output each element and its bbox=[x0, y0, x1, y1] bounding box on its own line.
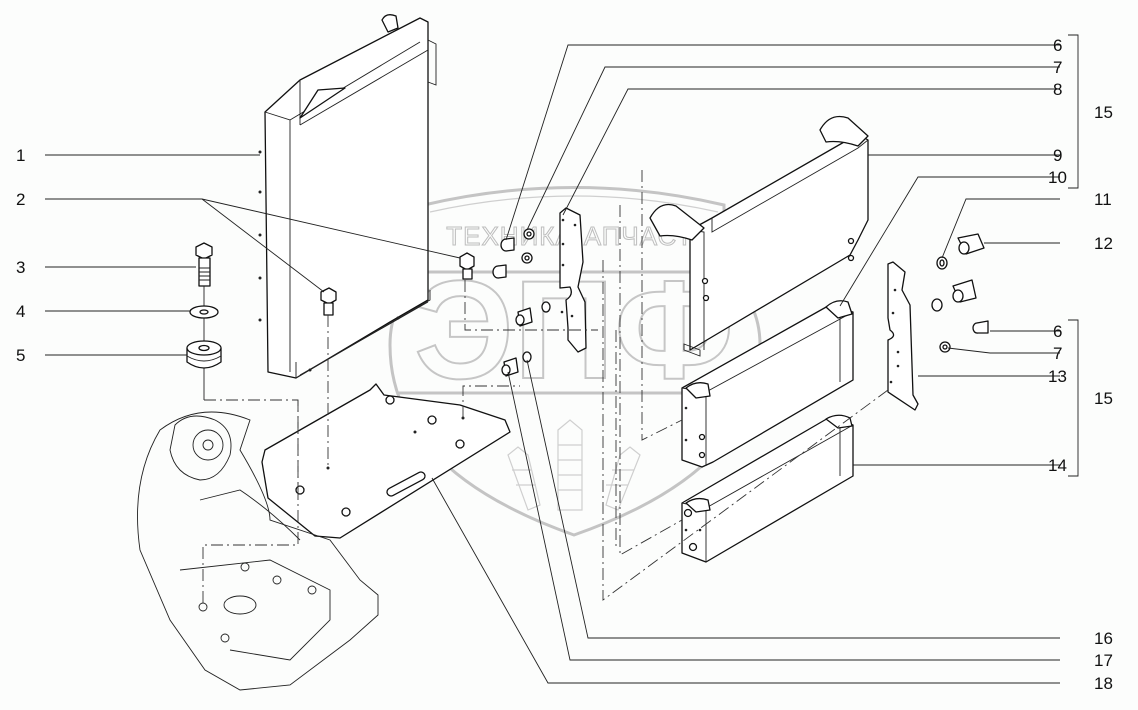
seal-ring-part-16a bbox=[541, 301, 551, 313]
plug-part-6-upper-b bbox=[492, 264, 507, 279]
callout-7-lower: 7 bbox=[1053, 344, 1062, 363]
bolt-part-3 bbox=[195, 242, 213, 287]
callout-group-15-lower: 15 bbox=[1094, 389, 1113, 408]
bolt-part-2a bbox=[320, 287, 337, 316]
cooler-part-14 bbox=[681, 414, 854, 563]
rubber-mount-part-5 bbox=[186, 340, 222, 369]
seal-ring-part-11 bbox=[936, 256, 948, 270]
engine-fan-assembly bbox=[137, 411, 379, 691]
washer-part-4 bbox=[189, 305, 219, 319]
callout-6-lower: 6 bbox=[1053, 322, 1062, 341]
callout-13: 13 bbox=[1048, 367, 1067, 386]
callout-3: 3 bbox=[16, 258, 25, 277]
plug-part-6-lower bbox=[972, 320, 989, 334]
base-plate-part-18 bbox=[261, 383, 511, 539]
callout-16: 16 bbox=[1094, 629, 1113, 648]
lock-washer-part-7-upper bbox=[523, 228, 535, 240]
callout-labels-left: 1 2 3 4 5 bbox=[16, 146, 25, 365]
bolt-part-2b bbox=[459, 252, 475, 280]
charge-air-cooler-part-9 bbox=[649, 115, 869, 357]
lock-washer-part-7-upper-b bbox=[521, 252, 533, 264]
callout-7: 7 bbox=[1053, 58, 1062, 77]
leader-lines bbox=[45, 34, 1079, 684]
callout-2: 2 bbox=[16, 190, 25, 209]
callout-17: 17 bbox=[1094, 651, 1113, 670]
wheat-emblem bbox=[507, 419, 641, 511]
seal-ring-lower bbox=[931, 298, 943, 312]
plug-part-6-upper bbox=[500, 237, 515, 252]
elbow-fitting-lower bbox=[952, 279, 977, 303]
callout-12: 12 bbox=[1094, 234, 1113, 253]
callout-6: 6 bbox=[1053, 36, 1062, 55]
elbow-fitting-part-12 bbox=[957, 233, 985, 255]
callout-14: 14 bbox=[1048, 456, 1067, 475]
callout-5: 5 bbox=[16, 346, 25, 365]
elbow-fitting-part-17a bbox=[515, 307, 533, 327]
callout-1: 1 bbox=[16, 146, 25, 165]
bracket-part-13 bbox=[887, 261, 919, 411]
bracket-part-8 bbox=[559, 207, 587, 353]
lock-washer-part-7-lower bbox=[939, 341, 951, 353]
callout-18: 18 bbox=[1094, 674, 1113, 693]
callout-labels-right: 6 7 8 9 10 11 12 6 7 13 14 16 17 18 15 1… bbox=[1048, 36, 1113, 693]
radiator-part-1 bbox=[258, 14, 437, 379]
callout-10: 10 bbox=[1048, 168, 1067, 187]
callout-8: 8 bbox=[1053, 80, 1062, 99]
callout-9: 9 bbox=[1053, 146, 1062, 165]
oil-cooler-part-10 bbox=[681, 300, 854, 468]
callout-4: 4 bbox=[16, 302, 25, 321]
elbow-fitting-part-17b bbox=[501, 357, 519, 377]
callout-group-15-upper: 15 bbox=[1094, 103, 1113, 122]
callout-11: 11 bbox=[1094, 190, 1112, 209]
